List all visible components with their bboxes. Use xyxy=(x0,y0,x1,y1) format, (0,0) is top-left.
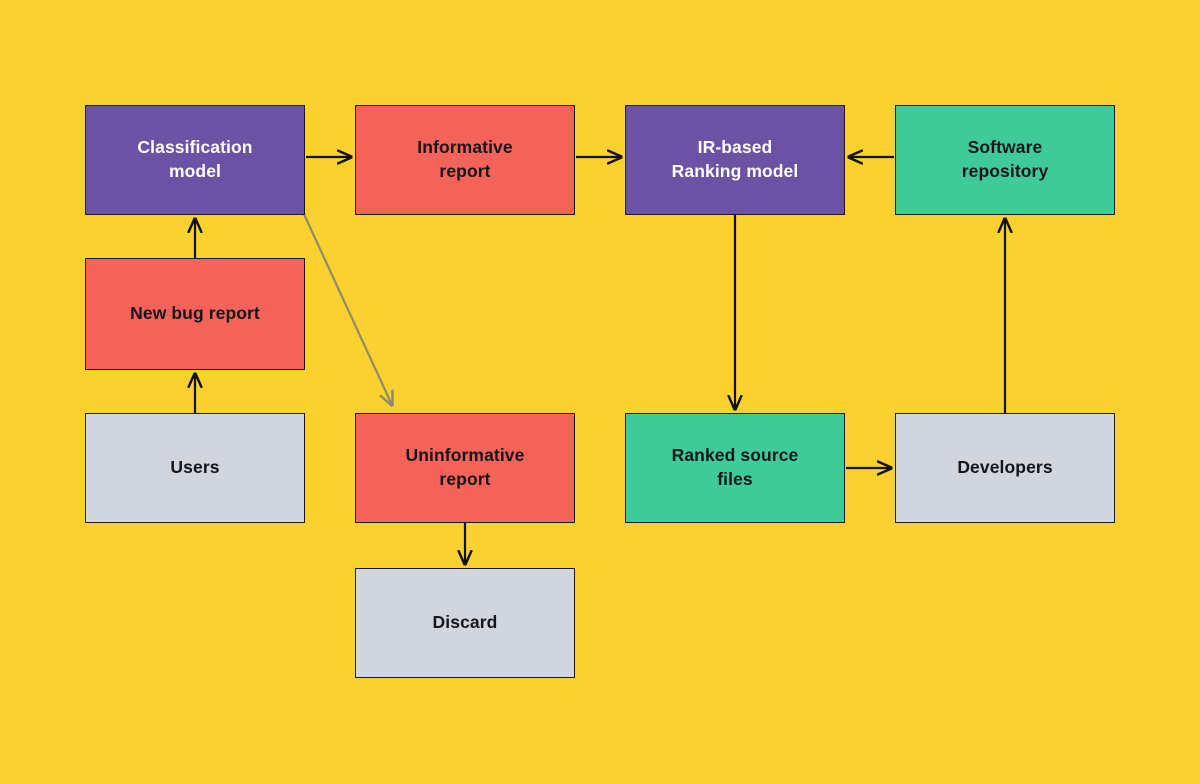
node-new-bug-report[interactable]: New bug report xyxy=(85,258,305,370)
node-discard[interactable]: Discard xyxy=(355,568,575,678)
node-ranked-source-files[interactable]: Ranked source files xyxy=(625,413,845,523)
node-label: Uninformative report xyxy=(405,445,525,489)
node-label: IR-based Ranking model xyxy=(671,137,799,181)
edge-classification-model-to-uninformative-report xyxy=(302,211,392,405)
node-users[interactable]: Users xyxy=(85,413,305,523)
node-label: Informative report xyxy=(417,137,513,181)
node-developers[interactable]: Developers xyxy=(895,413,1115,523)
node-uninformative-report[interactable]: Uninformative report xyxy=(355,413,575,523)
node-label: Software repository xyxy=(961,137,1049,181)
node-label: Users xyxy=(170,457,220,478)
node-software-repository[interactable]: Software repository xyxy=(895,105,1115,215)
node-label: Developers xyxy=(957,457,1053,478)
node-classification-model[interactable]: Classification model xyxy=(85,105,305,215)
node-label: Discard xyxy=(432,612,498,633)
node-label: Classification model xyxy=(137,137,253,181)
node-label: New bug report xyxy=(130,303,260,324)
node-ir-based-ranking-model[interactable]: IR-based Ranking model xyxy=(625,105,845,215)
node-label: Ranked source files xyxy=(671,445,799,489)
node-informative-report[interactable]: Informative report xyxy=(355,105,575,215)
